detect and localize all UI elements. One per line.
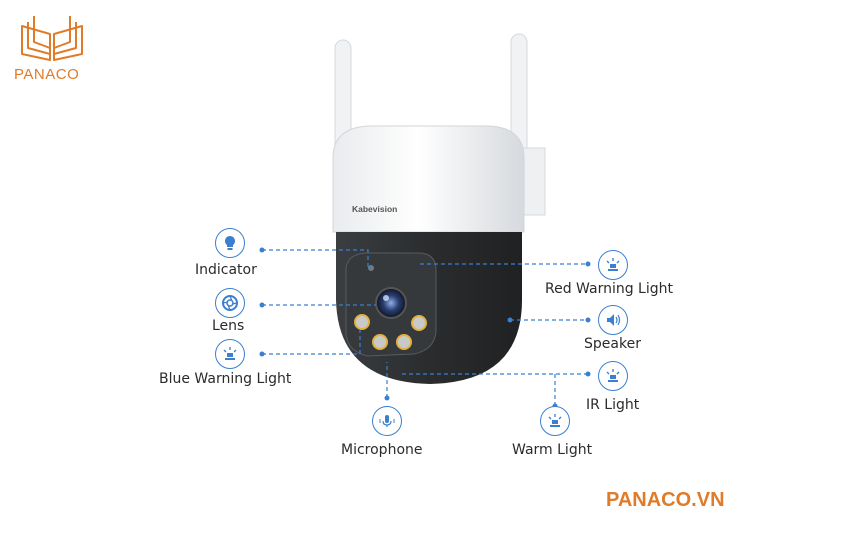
callout-line-blue-warning	[262, 330, 361, 355]
footer-website: PANACO.VN	[606, 489, 725, 511]
panaco-book-logo-icon	[21, 16, 83, 61]
light-beam-icon	[540, 406, 570, 436]
lens-label: Lens	[212, 318, 245, 334]
speaker-label: Speaker	[584, 336, 641, 352]
speaker-icon	[598, 305, 628, 335]
warm-light-label: Warm Light	[512, 442, 593, 458]
camera-shell	[332, 125, 525, 233]
red-warning-light-label: Red Warning Light	[545, 281, 673, 297]
logo-text: PANACO	[14, 66, 80, 83]
light-beam-icon	[598, 361, 628, 391]
indicator-label: Indicator	[195, 262, 257, 278]
indicator-led	[368, 265, 374, 271]
ir-light-label: IR Light	[586, 397, 640, 413]
camera-brand-text: Kabevision	[352, 204, 398, 214]
light-beam-icon	[598, 250, 628, 280]
camera-lens	[375, 287, 407, 319]
blue-warning-light-label: Blue Warning Light	[159, 371, 292, 387]
microphone-label: Microphone	[341, 442, 423, 458]
bulb-icon	[215, 228, 245, 258]
callout-line-indicator	[262, 249, 369, 268]
light-beam-icon	[215, 339, 245, 369]
microphone-icon	[372, 406, 402, 436]
camera-leds	[354, 314, 427, 350]
lens-aperture-icon	[215, 288, 245, 318]
